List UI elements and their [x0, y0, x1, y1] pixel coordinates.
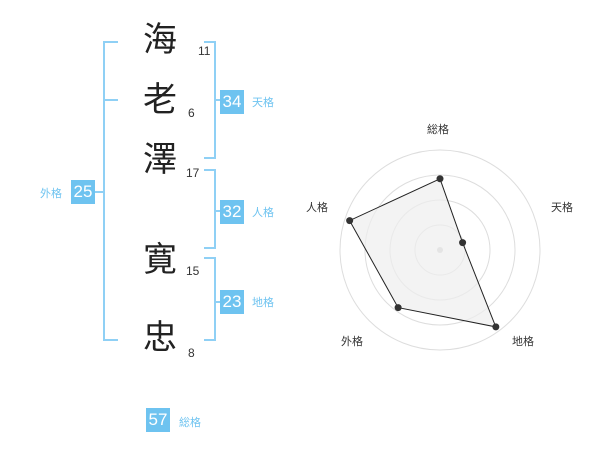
- name-char-2: 老: [143, 80, 177, 120]
- radar-polygon: [348, 178, 497, 328]
- jinkaku-bracket: [204, 169, 216, 249]
- jinkaku-label: 人格: [252, 206, 274, 219]
- tenkaku-badge: 34: [220, 90, 244, 114]
- jinkaku-badge: 32: [220, 200, 244, 224]
- radar-axis-label-tenkaku: 天格: [551, 201, 573, 214]
- radar-point-1: [459, 239, 467, 247]
- name-char-5: 忠: [143, 318, 177, 358]
- stroke-count-5: 8: [188, 346, 195, 360]
- name-char-4: 寛: [143, 240, 177, 280]
- name-char-3: 澤: [143, 140, 177, 180]
- soukaku-badge: 57: [146, 408, 170, 432]
- radar-axis-label-jinkaku: 人格: [306, 201, 328, 214]
- radar-point-3: [394, 304, 402, 312]
- stroke-count-3: 17: [186, 166, 200, 180]
- radar-axis-label-chikaku: 地格: [512, 335, 534, 348]
- name-char-1: 海: [143, 20, 177, 60]
- chikaku-label: 地格: [252, 296, 274, 309]
- radar-axis-label-soukaku: 総格: [427, 123, 449, 136]
- radar-ring-3: [364, 174, 516, 326]
- stroke-count-1: 11: [198, 44, 211, 58]
- tenkaku-label: 天格: [252, 96, 274, 109]
- gaikaku-badge: 25: [71, 180, 95, 204]
- stroke-count-2: 6: [188, 106, 195, 120]
- radar-point-0: [436, 175, 444, 183]
- chikaku-badge: 23: [220, 290, 244, 314]
- chikaku-bracket: [204, 257, 216, 341]
- radar-point-2: [492, 323, 500, 331]
- radar-axis-label-gaikaku: 外格: [341, 335, 363, 348]
- gaikaku-label: 外格: [40, 187, 62, 200]
- radar-point-4: [346, 217, 354, 225]
- soukaku-label: 総格: [179, 416, 201, 429]
- stroke-count-4: 15: [186, 264, 200, 278]
